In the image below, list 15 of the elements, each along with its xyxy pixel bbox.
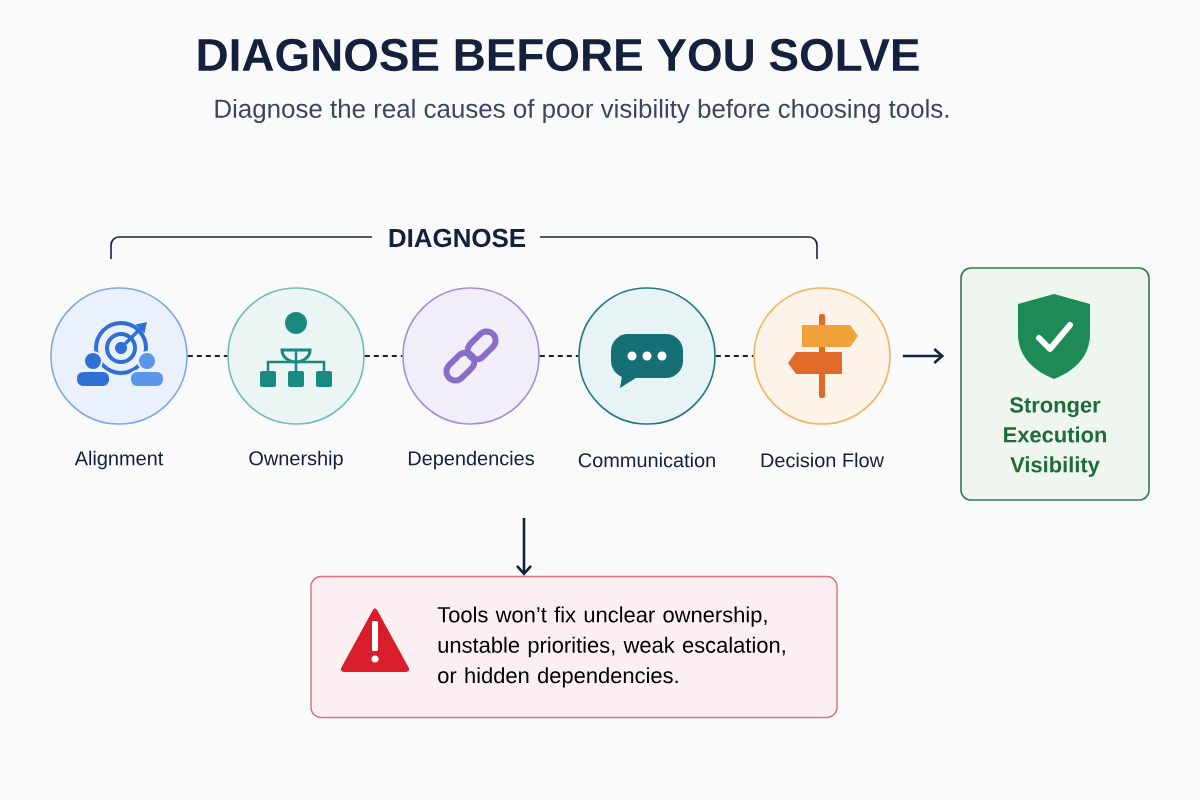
connector-line	[538, 355, 580, 357]
step-label: Dependencies	[408, 450, 534, 470]
title: DIAGNOSE BEFORE YOU SOLVE	[198, 38, 919, 72]
arrow	[902, 348, 945, 364]
connector-line	[714, 355, 755, 357]
warning-card: Tools won’t fix unclear ownership, unstable priorities, weak escalation, or hidden dependencies.	[310, 575, 838, 719]
step-label: Ownership	[249, 450, 343, 470]
connector-line	[363, 355, 404, 357]
bracket-label: DIAGNOSE	[389, 228, 526, 248]
step-label: Decision Flow	[761, 452, 884, 468]
step-label: Alignment	[74, 450, 164, 470]
connector-line	[186, 355, 229, 357]
arrow	[516, 518, 532, 576]
step-label: Communication	[578, 452, 715, 468]
subtitle: Diagnose the real causes of poor visibility before choosing tools.	[215, 98, 949, 124]
